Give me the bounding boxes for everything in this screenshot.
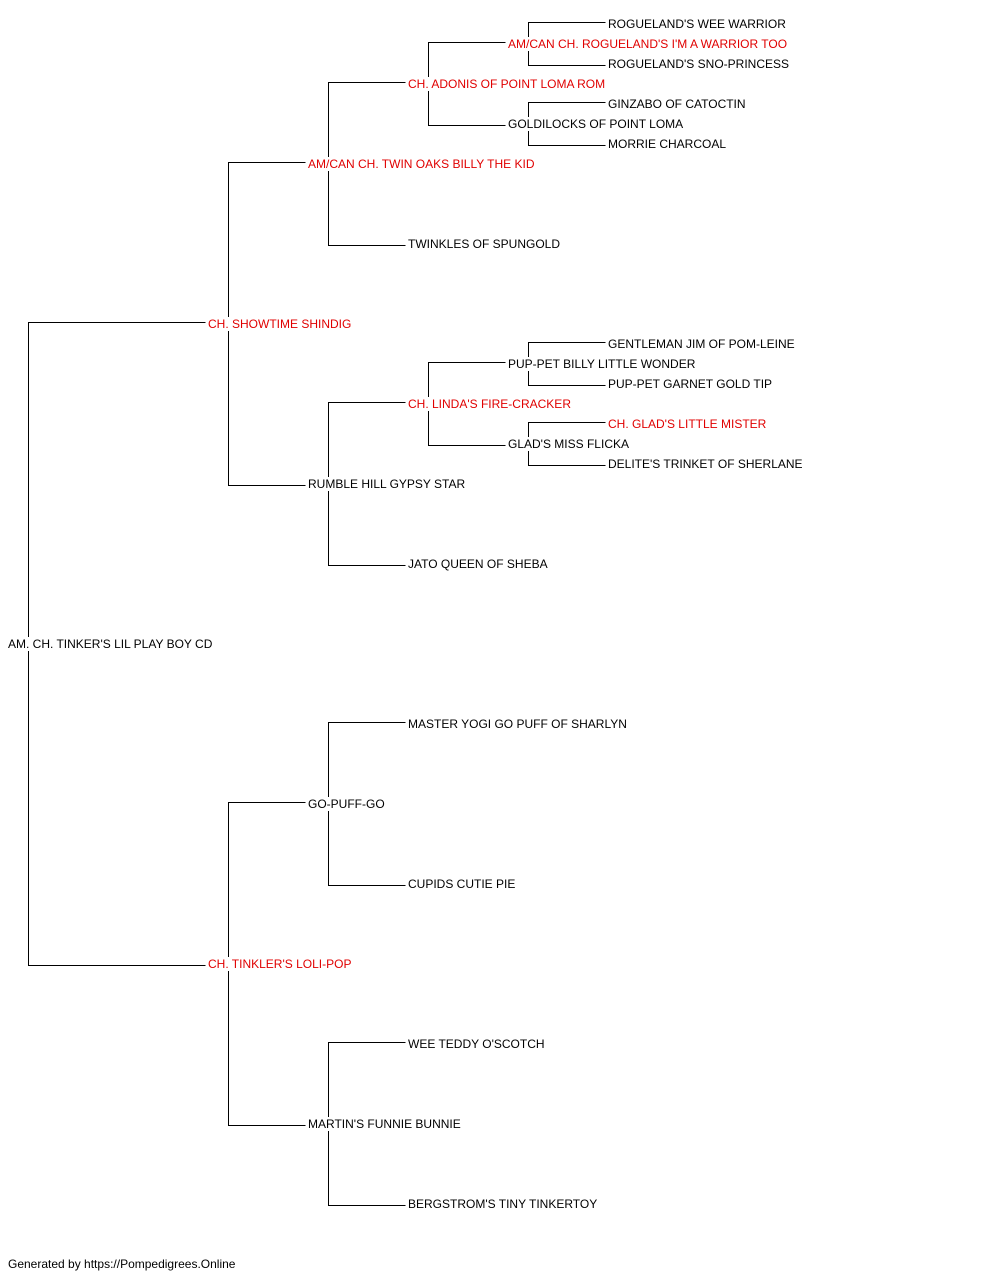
dog-sssd: GOLDILOCKS OF POINT LOMA [508,117,686,131]
dog-ssd: TWINKLES OF SPUNGOLD [408,237,563,251]
dog-dss: MASTER YOGI GO PUFF OF SHARLYN [408,717,629,731]
dog-sds: CH. LINDA'S FIRE-CRACKER [408,397,573,411]
dog-dam: CH. TINKLER'S LOLI-POP [208,957,354,971]
dog-dds: WEE TEDDY O'SCOTCH [408,1037,547,1051]
dog-sire-sire: AM/CAN CH. TWIN OAKS BILLY THE KID [308,157,537,171]
dog-ssss: AM/CAN CH. ROGUELAND'S I'M A WARRIOR TOO [508,37,790,51]
dog-sdsdd: DELITE'S TRINKET OF SHERLANE [608,457,805,471]
dog-sssdd: MORRIE CHARCOAL [608,137,729,151]
dog-sire-dam: RUMBLE HILL GYPSY STAR [308,477,468,491]
dog-subject: AM. CH. TINKER'S LIL PLAY BOY CD [8,637,215,651]
dog-sdsds: CH. GLAD'S LITTLE MISTER [608,417,769,431]
dog-sdss: PUP-PET BILLY LITTLE WONDER [508,357,698,371]
footer-credit: Generated by https://Pompedigrees.Online [8,1257,236,1271]
dog-sdssd: PUP-PET GARNET GOLD TIP [608,377,775,391]
dog-dam-dam: MARTIN'S FUNNIE BUNNIE [308,1117,463,1131]
dog-sssds: GINZABO OF CATOCTIN [608,97,748,111]
dog-ssssd: ROGUELAND'S SNO-PRINCESS [608,57,791,71]
dog-sire: CH. SHOWTIME SHINDIG [208,317,354,331]
dog-dam-sire: GO-PUFF-GO [308,797,387,811]
dog-ddd: BERGSTROM'S TINY TINKERTOY [408,1197,600,1211]
dog-sdsss: GENTLEMAN JIM OF POM-LEINE [608,337,797,351]
dog-sssss: ROGUELAND'S WEE WARRIOR [608,17,788,31]
dog-dsd: CUPIDS CUTIE PIE [408,877,518,891]
dog-sss: CH. ADONIS OF POINT LOMA ROM [408,77,608,91]
dog-sdsd: GLAD'S MISS FLICKA [508,437,631,451]
dog-sdd: JATO QUEEN OF SHEBA [408,557,550,571]
